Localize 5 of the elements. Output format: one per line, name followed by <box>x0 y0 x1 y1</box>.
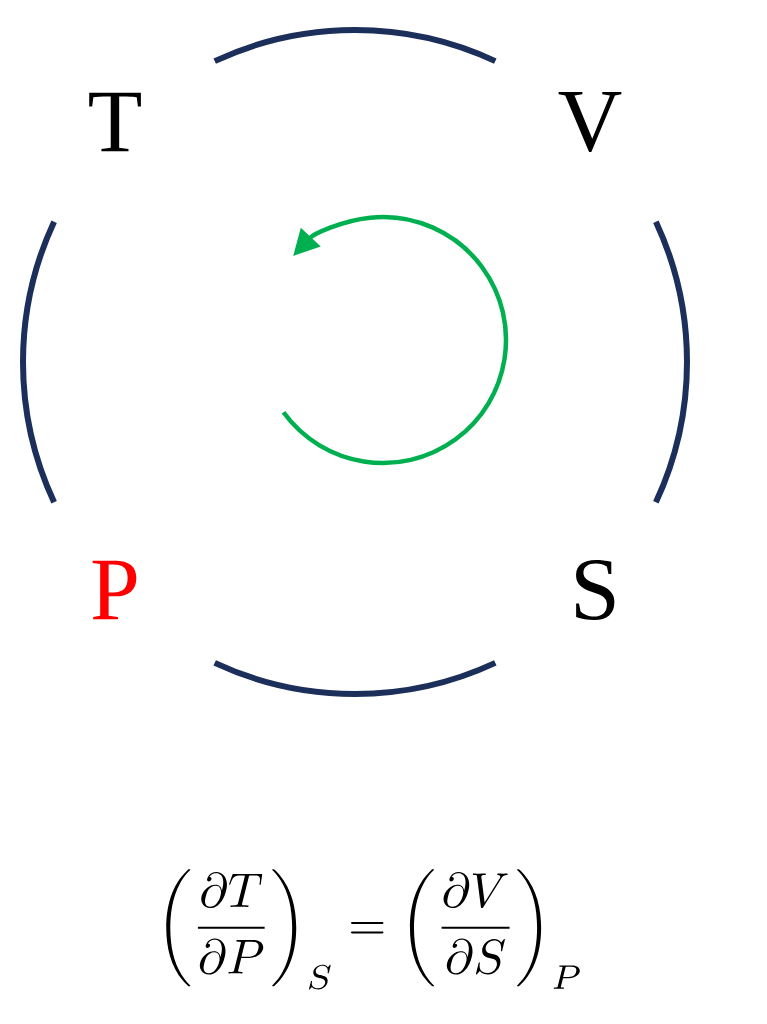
letter: V <box>558 91 622 153</box>
letter: T <box>89 92 141 152</box>
letter: S <box>576 559 615 621</box>
letter: P <box>92 560 137 620</box>
formula: $\left(\frac{\partial T}{\partial P}\right)_S = \left(\frac{\partial V}{\partial S}\right)_P$ <box>166 869 580 990</box>
